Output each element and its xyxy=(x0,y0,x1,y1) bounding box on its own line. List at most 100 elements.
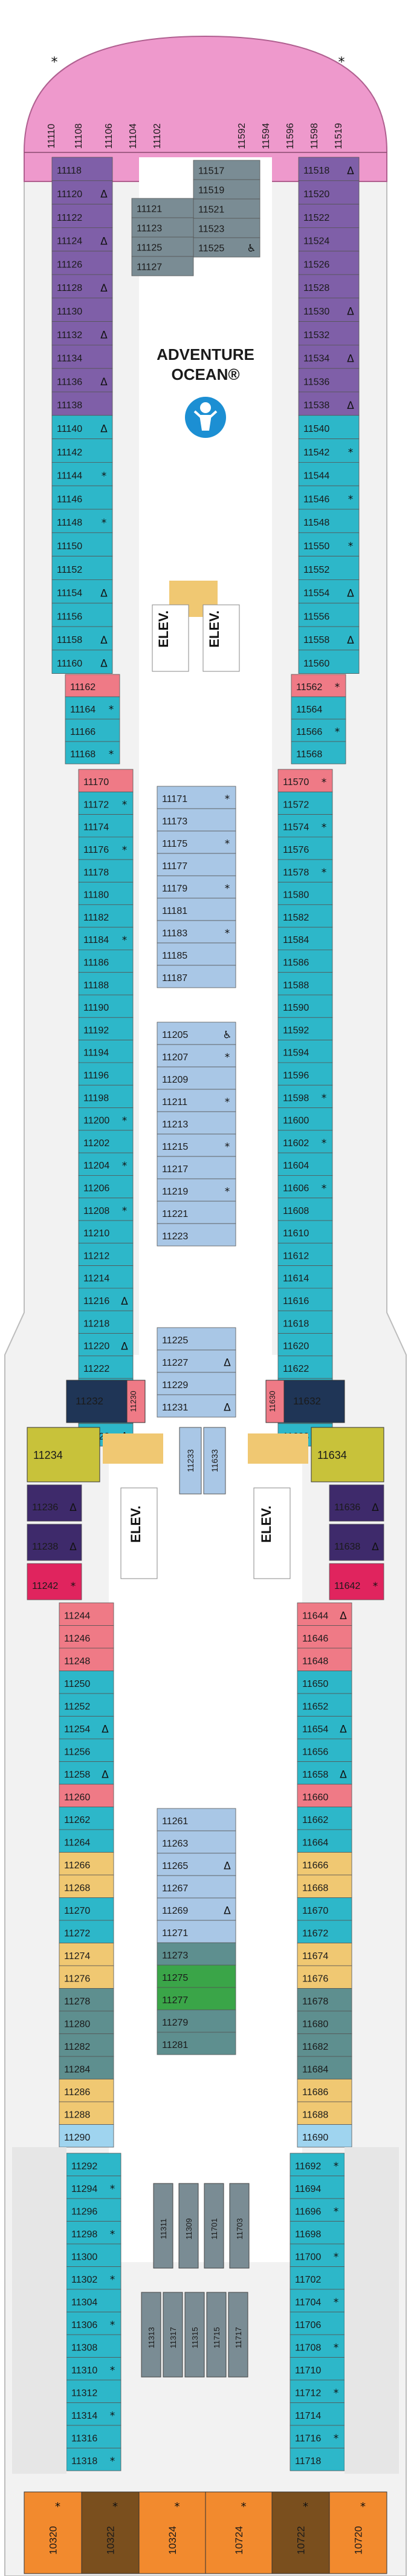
cabin-symbol: Δ xyxy=(347,353,354,365)
cabin-symbol: Δ xyxy=(70,1502,77,1514)
cabin-symbol: Δ xyxy=(100,658,108,670)
top-cabin-number: 11594 xyxy=(261,123,271,149)
cabin-fill xyxy=(298,274,360,299)
cabin-navy-right: 11632 xyxy=(283,1380,345,1423)
cabin-symbol: * xyxy=(334,2206,339,2218)
cabin-symbol: * xyxy=(122,1205,128,1218)
cabin-left-5: 11284 xyxy=(59,2056,114,2079)
cabin-number: 11215 xyxy=(162,1142,188,1152)
cabin-right-5: 11648 xyxy=(297,1648,352,1671)
cabin-number: 11160 xyxy=(57,659,82,669)
cabin-number: 11252 xyxy=(64,1701,90,1712)
cabin-number: 11596 xyxy=(283,1071,309,1081)
cabin-fill xyxy=(290,2448,345,2471)
cabin-number: 11231 xyxy=(162,1403,188,1413)
cabin-number: 11528 xyxy=(303,283,329,293)
cabin-number: 11522 xyxy=(303,213,329,223)
cabin-fill xyxy=(59,1784,114,1807)
cabin-fill xyxy=(298,227,360,252)
cabin-right-3: 11596 xyxy=(277,1062,333,1086)
cabin-center-3: 11205♿ xyxy=(157,1022,236,1045)
cabin-left-6: 11302* xyxy=(66,2266,121,2290)
cabin-symbol: * xyxy=(334,2342,339,2354)
cabin-center-3: 11229 xyxy=(157,1372,236,1395)
cabin-number: 11216 xyxy=(83,1296,109,1306)
cabin-fill xyxy=(66,2402,121,2426)
cabin-symbol: * xyxy=(348,494,354,506)
cabin-fill xyxy=(298,626,360,651)
cabin-fill xyxy=(59,1761,114,1785)
cabin-left-3: 11184* xyxy=(78,927,134,950)
top-cabin-number: 11592 xyxy=(237,123,247,149)
cabin-fill xyxy=(78,1310,134,1334)
cabin-number: 11164 xyxy=(70,705,95,715)
elevator-1b xyxy=(202,604,240,672)
cabin-left-3: 11198 xyxy=(78,1084,134,1108)
cabin-center-5: 11281 xyxy=(157,2032,236,2055)
cabin-right-5: 11666 xyxy=(297,1852,352,1876)
cabin-number: 11222 xyxy=(83,1364,109,1374)
cabin-number: 11558 xyxy=(303,635,329,645)
cabin-fill xyxy=(297,1874,352,1898)
cabin-right-5: 11690 xyxy=(297,2124,352,2148)
cabin-fill xyxy=(277,1017,333,1041)
cabin-number: 11588 xyxy=(283,980,309,991)
cabin-navy-left: 11232 xyxy=(66,1380,128,1423)
cabin-number: 11229 xyxy=(162,1380,188,1391)
cabin-left-6: 11304 xyxy=(66,2289,121,2312)
cabin-number: 11128 xyxy=(57,283,82,293)
cabin-number: 11302 xyxy=(71,2275,97,2285)
cabin-number: 11668 xyxy=(302,1883,328,1893)
cabin-number: 11704 xyxy=(295,2297,321,2307)
cabin-number: 10320 xyxy=(48,2526,59,2554)
cabin-fill xyxy=(298,368,360,393)
cabin-right-3: 11610 xyxy=(277,1220,333,1244)
cabin-fill xyxy=(298,485,360,510)
cabin-number: 11606 xyxy=(283,1184,309,1194)
cabin-right-1: 11560 xyxy=(298,650,360,674)
top-cabin-number: 11106 xyxy=(104,123,114,149)
cabin-number: 11686 xyxy=(302,2087,328,2098)
cabin-fill xyxy=(297,1920,352,1943)
cabin-right-1: 11532 xyxy=(298,321,360,345)
cabin-fill xyxy=(27,1524,82,1561)
cabin-star: * xyxy=(360,2500,366,2513)
side-zone-right xyxy=(345,2147,399,2474)
cabin-number: 11315 xyxy=(190,2327,199,2348)
cabin-fill xyxy=(157,2032,236,2055)
cabin-center-1: 11517 xyxy=(193,160,261,180)
cabin-number: 10724 xyxy=(233,2526,245,2554)
cabin-left-5: 11260 xyxy=(59,1784,114,1807)
cabin-left-3: 11196 xyxy=(78,1062,134,1086)
cabin-fill xyxy=(78,1265,134,1289)
cabin-number: 11208 xyxy=(83,1206,109,1216)
cabin-fill xyxy=(66,2289,121,2312)
cabin-left-5: 11274 xyxy=(59,1943,114,1966)
cabin-center-1: 11525♿ xyxy=(193,237,261,258)
cabin-fill xyxy=(59,1920,114,1943)
cabin-fill xyxy=(78,972,134,996)
adventure-ocean-icon xyxy=(185,397,226,438)
cabin-fill xyxy=(298,345,360,369)
cabin-fill xyxy=(157,898,236,921)
cabin-right-3: 11602* xyxy=(277,1130,333,1153)
cabin-number: 11254 xyxy=(64,1724,90,1735)
cabin-center-vert-6 xyxy=(206,2292,227,2378)
cabin-left-6: 11300 xyxy=(66,2243,121,2267)
cabin-number: 11546 xyxy=(303,494,329,504)
cabin-number: 11718 xyxy=(295,2456,321,2467)
cabin-number: 11674 xyxy=(302,1951,328,1961)
cabin-fill xyxy=(277,769,333,792)
cabin-center-vert-6 xyxy=(229,2183,250,2269)
cabin-number: 11190 xyxy=(83,1003,109,1013)
cabin-right-3: 11570* xyxy=(277,769,333,792)
cabin-number: 11600 xyxy=(283,1116,309,1126)
cabin-number: 11296 xyxy=(71,2206,97,2217)
cabin-left-3: 11178 xyxy=(78,859,134,882)
cabin-fill xyxy=(51,391,113,416)
cabin-number: 11134 xyxy=(57,354,82,364)
